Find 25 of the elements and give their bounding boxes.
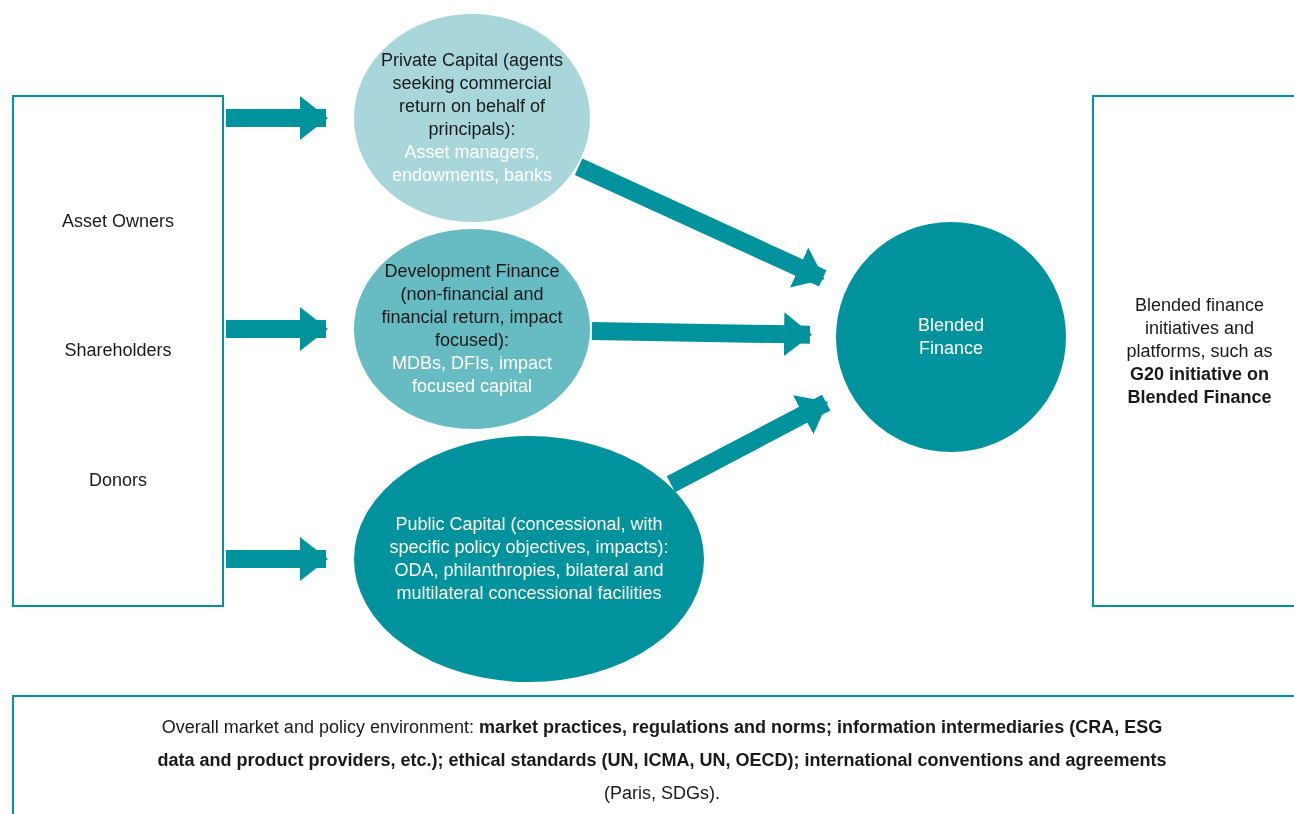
description-text: Blended finance initiatives and platforms, such as G20 initiative on Blended Finance — [1125, 293, 1274, 409]
box — [12, 95, 224, 607]
arrow — [226, 307, 328, 351]
node-heading: Public Capital (concessional, with specific policy objectives, impacts): — [388, 513, 670, 559]
arrow — [574, 158, 827, 288]
source-label: Asset Owners — [61, 210, 174, 234]
node-heading: Private Capital (agents seeking commercial return on behalf of principals): — [379, 49, 565, 141]
circle-node — [834, 220, 1068, 454]
box — [1092, 95, 1294, 607]
node-heading: Development Finance (non-financial and financial return, impact focused): — [380, 260, 564, 352]
description-text: Overall market and policy environment: market practices, regulations and norms; information intermediaries (CRA, ESG data and product providers, etc.); ethical standards (UN, ICMA, UN, OECD); international conventions and agreements (Paris, SDGs). — [156, 716, 1168, 805]
node-body: MDBs, DFIs, impact focused capital — [391, 352, 553, 398]
node-body: Asset managers, endowments, banks — [390, 141, 554, 187]
box — [12, 695, 1294, 814]
node-body: ODA, philanthropies, bilateral and multilateral concessional facilities — [393, 559, 665, 605]
arrow — [226, 537, 328, 581]
arrow — [666, 394, 831, 493]
ellipse-node — [352, 12, 592, 224]
ellipse-node — [352, 227, 592, 431]
source-label: Shareholders — [64, 339, 172, 363]
node-heading: Blended Finance — [916, 314, 986, 360]
source-label: Donors — [89, 468, 147, 492]
arrow — [591, 312, 812, 357]
ellipse-node — [352, 434, 706, 684]
arrow — [226, 96, 328, 140]
